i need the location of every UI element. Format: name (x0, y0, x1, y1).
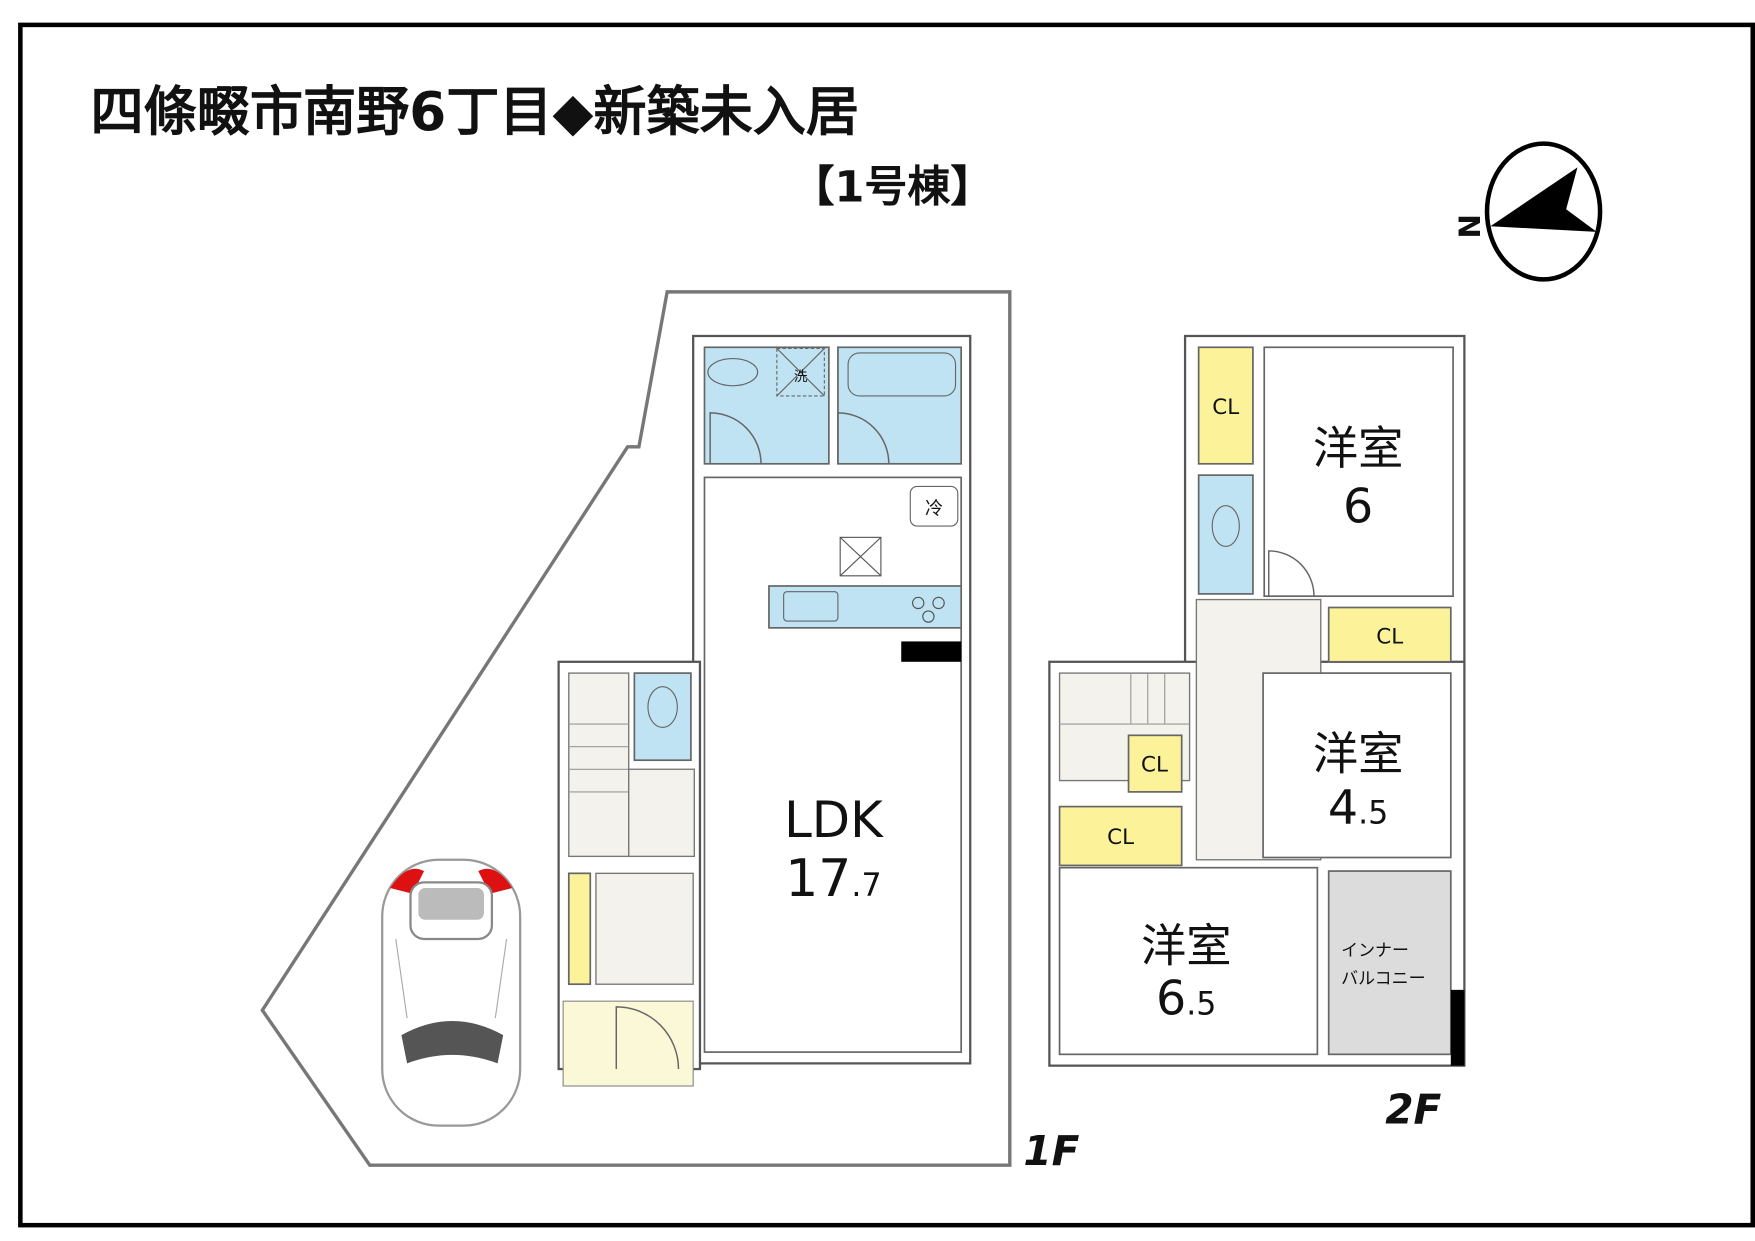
entrance (562, 1000, 694, 1087)
washer-label: 洗 (794, 369, 808, 385)
closet-label: CL (1141, 753, 1168, 778)
page-title: 四條畷市南野6丁目◆新築未入居 (90, 81, 859, 143)
stairs (568, 672, 630, 858)
floor2-label: 2F (1385, 1085, 1441, 1133)
room-area: 6 (1343, 480, 1373, 535)
room-name: 洋室 (1313, 422, 1403, 475)
inner-balcony (1327, 870, 1452, 1056)
building-number: 【1号棟】 (792, 162, 994, 212)
balcony-label-1: インナー (1341, 940, 1409, 960)
western-room-6-5 (1058, 866, 1319, 1056)
car-icon (381, 858, 522, 1127)
closet-label: CL (1212, 395, 1239, 420)
closet-label: CL (1376, 625, 1403, 650)
ldk-name: LDK (784, 791, 884, 849)
floor1-plan: 洗 冷 LDK 17.7 (557, 334, 972, 1087)
lot-boundary (260, 290, 1012, 1167)
fridge-label: 冷 (925, 499, 943, 520)
closet (1127, 734, 1183, 793)
shoe-closet (567, 872, 592, 986)
western-room-4-5 (1262, 672, 1452, 859)
room-name: 洋室 (1313, 727, 1403, 780)
room-name: 洋室 (1141, 920, 1231, 973)
room-area: 4.5 (1328, 781, 1388, 836)
closet (1327, 606, 1452, 663)
ldk-room (703, 476, 963, 1053)
balcony-label-2: バルコニー (1341, 968, 1425, 988)
compass-label: N (1453, 214, 1487, 239)
closet-label: CL (1107, 825, 1134, 850)
floor1-label: 1F (1023, 1127, 1079, 1175)
compass-icon: N (1453, 141, 1603, 282)
closet (1197, 346, 1254, 465)
western-room-6 (1263, 346, 1454, 598)
closet (1058, 805, 1183, 867)
ldk-area: 17.7 (785, 849, 881, 909)
floor2-plan: CL CL CL CL インナー バルコニー 洋室 6 洋室 4.5 洋室 6.… (1048, 334, 1466, 1067)
room-area: 6.5 (1156, 972, 1216, 1027)
